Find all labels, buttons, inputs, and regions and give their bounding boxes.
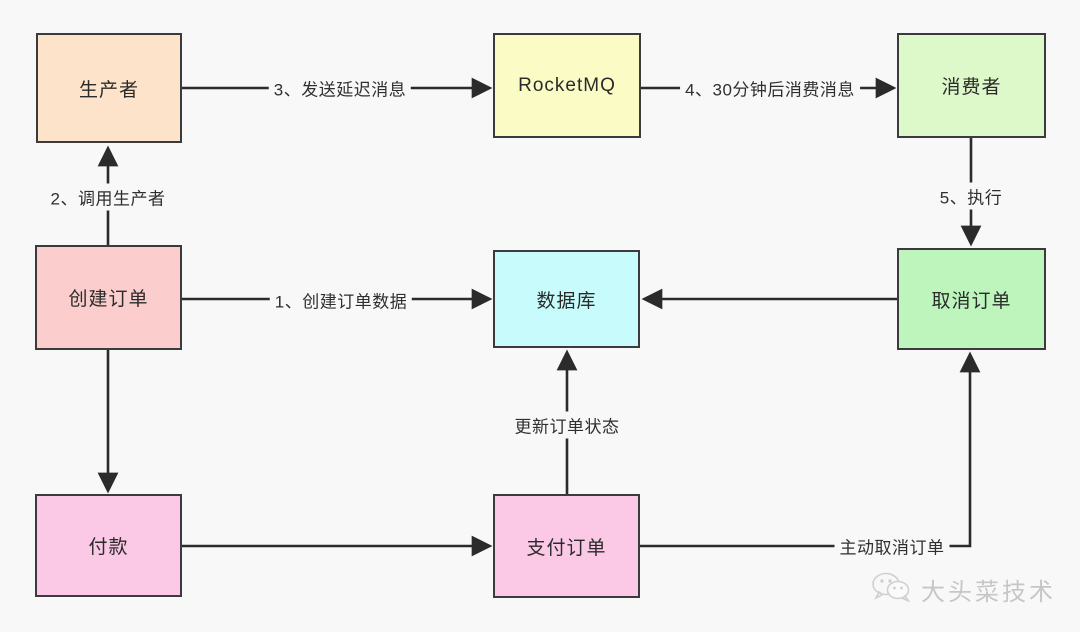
- node-pay-order[interactable]: 支付订单: [493, 494, 640, 598]
- node-payment-label: 付款: [88, 537, 129, 558]
- watermark-text: 大头菜技术: [921, 578, 1056, 606]
- node-cancel-order-label: 取消订单: [931, 290, 1012, 312]
- edge-label-execute: 5、执行: [934, 182, 1008, 210]
- node-rocketmq-label: RocketMQ: [518, 74, 616, 96]
- node-database[interactable]: 数据库: [493, 250, 640, 348]
- node-pay-order-label: 支付订单: [526, 537, 607, 559]
- node-producer-label: 生产者: [78, 79, 139, 101]
- watermark: 大头菜技术: [872, 572, 1056, 607]
- node-database-label: 数据库: [536, 290, 597, 312]
- edge-label-active-cancel-order: 主动取消订单: [834, 532, 950, 560]
- edge-label-send-delay-message: 3、发送延迟消息: [268, 74, 412, 102]
- node-consumer[interactable]: 消费者: [897, 33, 1046, 138]
- node-consumer-label: 消费者: [941, 77, 1002, 98]
- node-create-order[interactable]: 创建订单: [35, 245, 182, 350]
- edge-label-call-producer: 2、调用生产者: [45, 183, 171, 211]
- wechat-icon: [872, 572, 912, 607]
- node-create-order-label: 创建订单: [68, 289, 149, 310]
- node-cancel-order[interactable]: 取消订单: [897, 248, 1046, 350]
- node-producer[interactable]: 生产者: [36, 33, 182, 143]
- node-rocketmq[interactable]: RocketMQ: [493, 33, 641, 138]
- node-payment[interactable]: 付款: [35, 494, 182, 597]
- edge-label-consume-after-30min: 4、30分钟后消费消息: [680, 74, 860, 102]
- edge-label-create-order-data: 1、创建订单数据: [269, 286, 413, 314]
- edge-pay-order-to-cancel-order: [640, 351, 981, 548]
- edge-label-update-order-status: 更新订单状态: [509, 411, 625, 439]
